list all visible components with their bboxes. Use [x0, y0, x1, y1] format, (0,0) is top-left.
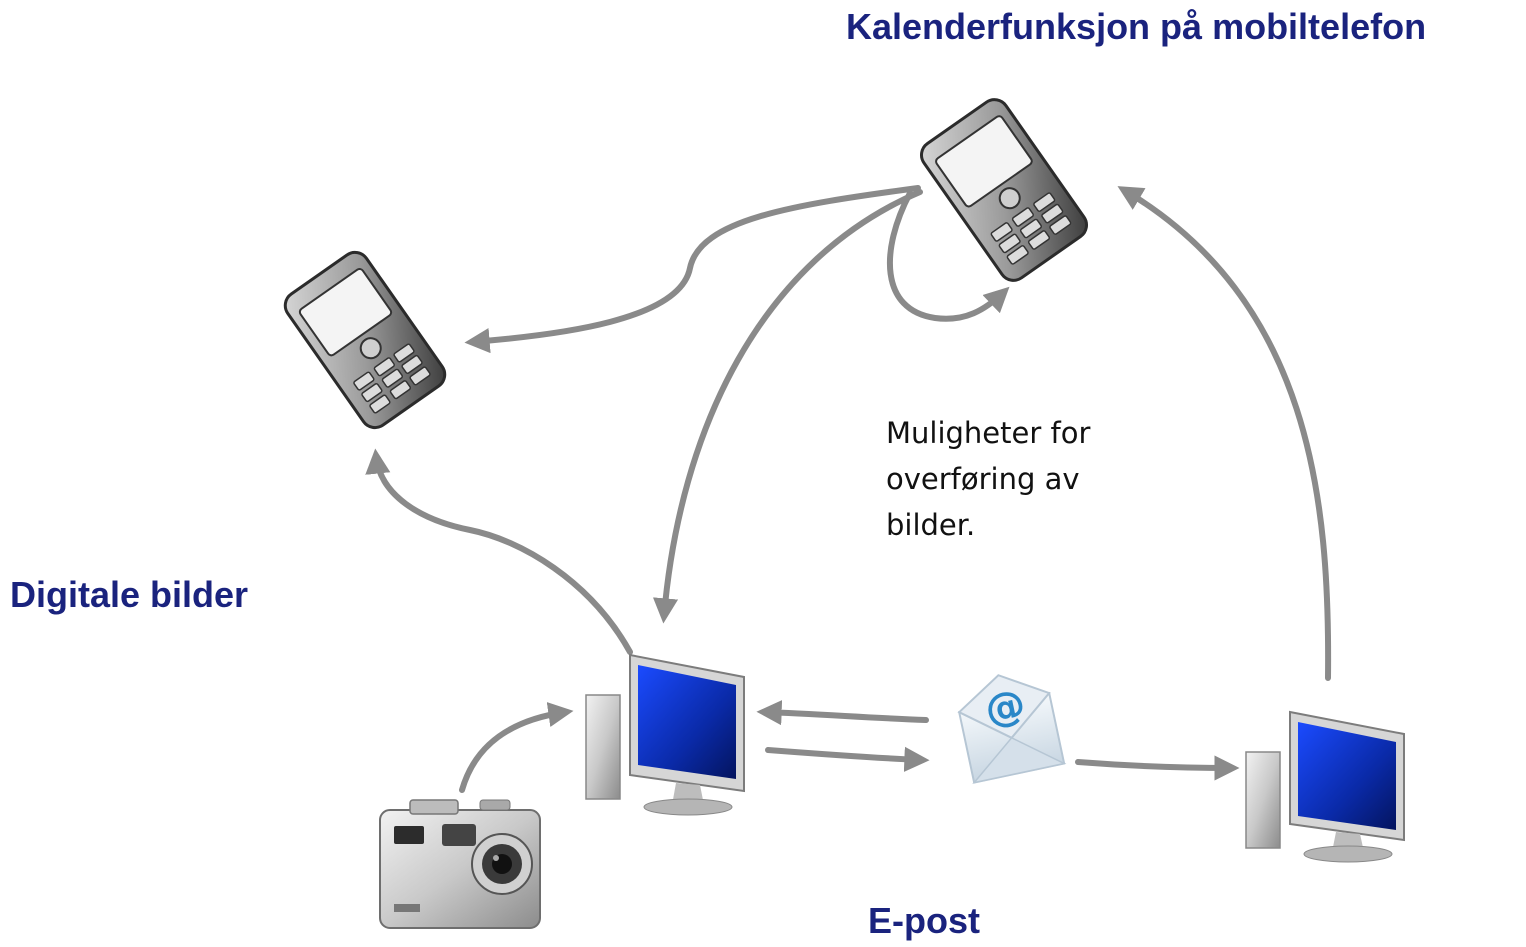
- note-line: Muligheter for: [886, 416, 1091, 450]
- email-envelope-icon: @: [957, 674, 1067, 784]
- mobile-calendar-label: Kalenderfunksjon på mobiltelefon: [846, 6, 1427, 47]
- digital-camera-icon: [379, 799, 541, 929]
- desktop-computer-icon: [1245, 710, 1405, 863]
- arrow-email-to-right-computer: [1075, 755, 1240, 781]
- digital-images-label: Digitale bilder: [10, 574, 249, 615]
- mobile-phone-icon: [920, 98, 1088, 282]
- arrow-top-phone-to-computer: [652, 189, 923, 624]
- transfer-note: Muligheter for overføring av bilder.: [886, 410, 1136, 548]
- arrow-top-phone-loop: [886, 190, 1010, 322]
- arrow-right-computer-to-top-phone: [1117, 186, 1332, 681]
- email-label: E-post: [868, 900, 980, 941]
- at-symbol: @: [981, 681, 1030, 734]
- arrow-email-to-computer: [756, 700, 929, 726]
- mobile-phone-icon: [283, 250, 447, 430]
- arrow-camera-to-computer: [459, 702, 574, 793]
- note-line: bilder.: [886, 508, 976, 542]
- desktop-computer-icon: [585, 653, 745, 816]
- arrow-computer-to-left-phone: [365, 448, 633, 655]
- arrow-computer-to-email: [765, 746, 930, 772]
- arrow-top-phone-to-left-phone: [464, 185, 921, 354]
- note-line: overføring av: [886, 462, 1080, 496]
